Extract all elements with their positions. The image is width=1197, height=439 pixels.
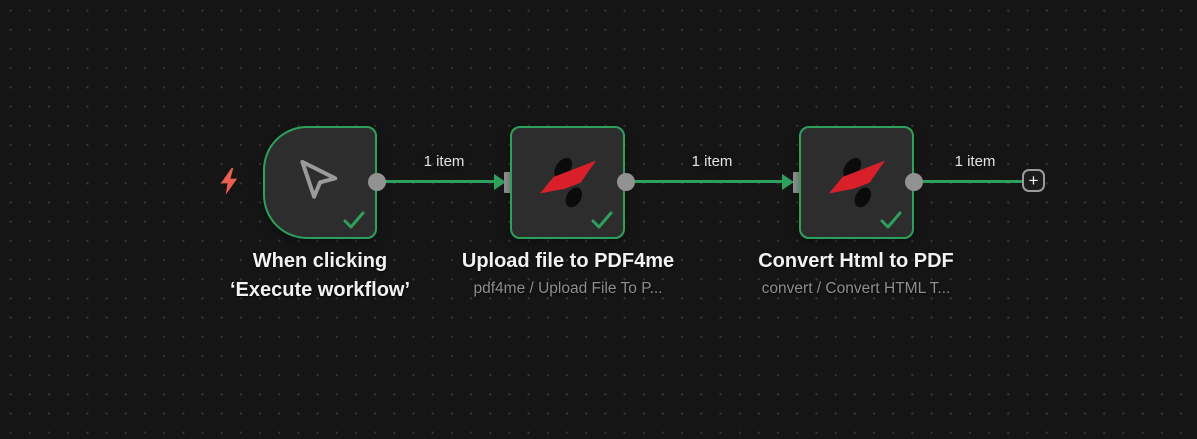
connection-items-label: 1 item [691, 153, 733, 170]
node-subtitle: convert / Convert HTML T... [761, 280, 951, 297]
node-title: ‘Execute workflow’ [229, 279, 411, 301]
success-check-icon [880, 211, 902, 229]
node-subtitle: pdf4me / Upload File To P... [473, 280, 663, 297]
connection-line[interactable] [626, 180, 783, 183]
success-check-icon [591, 211, 613, 229]
node-title: Convert Html to PDF [758, 250, 954, 272]
node-convert-html-to-pdf[interactable] [799, 126, 914, 239]
output-port[interactable] [368, 173, 386, 191]
output-port[interactable] [617, 173, 635, 191]
output-port[interactable] [905, 173, 923, 191]
node-title-block: When clicking ‘Execute workflow’ [230, 247, 410, 305]
node-manual-trigger[interactable] [263, 126, 377, 239]
node-title: When clicking [252, 250, 388, 272]
node-title-block: Upload file to PDF4me pdf4me / Upload Fi… [462, 247, 674, 298]
mouse-pointer-icon [300, 159, 338, 199]
pdf4me-logo [828, 157, 885, 207]
connection-line[interactable] [377, 180, 495, 183]
add-node-button[interactable]: + [1022, 169, 1045, 192]
success-check-icon [343, 211, 365, 229]
connection-arrow-icon [494, 174, 506, 190]
connection-line[interactable] [914, 180, 1024, 183]
connection-items-label: 1 item [954, 153, 996, 170]
connection-items-label: 1 item [423, 153, 465, 170]
input-port[interactable] [504, 172, 514, 193]
connection-arrow-icon [782, 174, 794, 190]
node-title: Upload file to PDF4me [461, 250, 675, 272]
pdf4me-logo [539, 157, 596, 207]
plus-icon: + [1028, 170, 1039, 190]
input-port[interactable] [793, 172, 803, 193]
node-upload-file-pdf4me[interactable] [510, 126, 625, 239]
lightning-bolt-icon [220, 168, 238, 195]
node-title-block: Convert Html to PDF convert / Convert HT… [758, 247, 954, 298]
